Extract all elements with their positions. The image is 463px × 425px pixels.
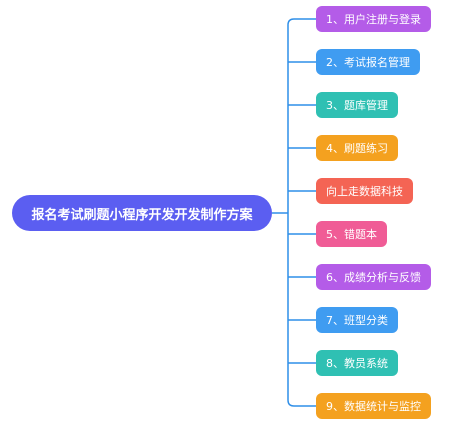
branch-connector <box>287 399 316 407</box>
branch-practice-questions[interactable]: 4、刷题练习 <box>316 135 398 161</box>
branch-data-statistics-monitoring[interactable]: 9、数据统计与监控 <box>316 393 431 419</box>
branch-class-type-classification[interactable]: 7、班型分类 <box>316 307 398 333</box>
branch-company-watermark[interactable]: 向上走数据科技 <box>316 178 413 204</box>
root-topic[interactable]: 报名考试刷题小程序开发开发制作方案 <box>12 195 272 231</box>
branch-connector <box>287 18 316 26</box>
branch-user-registration-login[interactable]: 1、用户注册与登录 <box>316 6 431 32</box>
branch-instructor-system[interactable]: 8、教员系统 <box>316 350 398 376</box>
branch-score-analysis-feedback[interactable]: 6、成绩分析与反馈 <box>316 264 431 290</box>
branch-exam-registration-management[interactable]: 2、考试报名管理 <box>316 49 420 75</box>
branch-wrong-question-book[interactable]: 5、错题本 <box>316 221 387 247</box>
branch-question-bank-management[interactable]: 3、题库管理 <box>316 92 398 118</box>
